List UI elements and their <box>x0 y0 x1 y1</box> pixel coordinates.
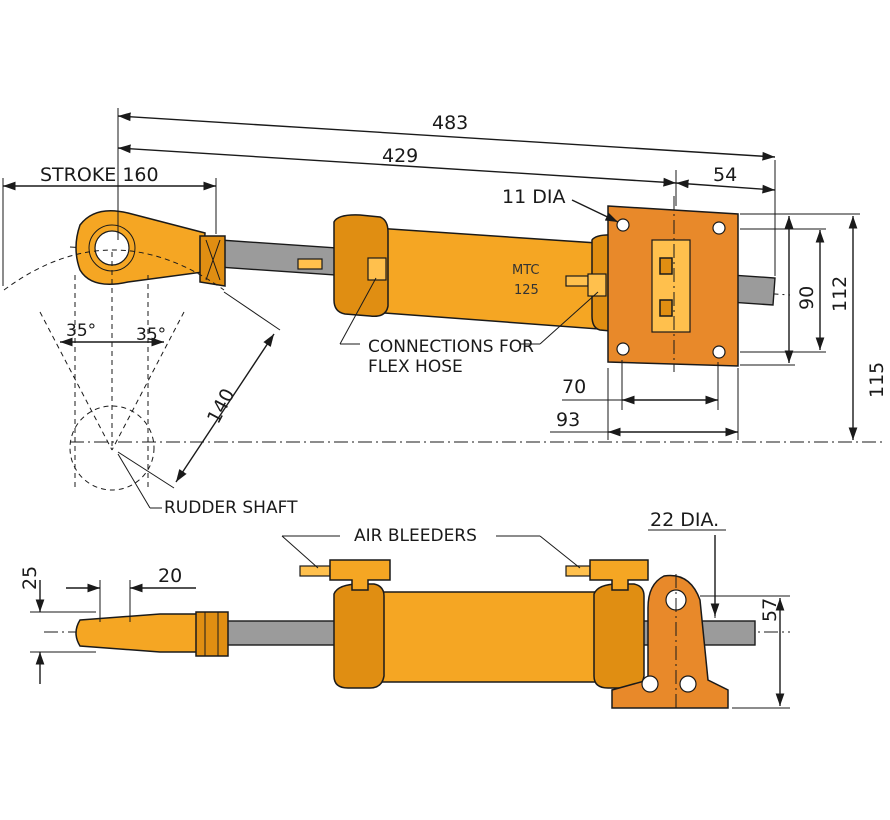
rudder-shaft-circle <box>69 405 155 491</box>
cylinder-body-side <box>299 559 649 689</box>
side-view: 25 20 57 22 DIA. AIR BLEEDERS <box>19 509 790 712</box>
dim-57-label: 57 <box>759 598 781 622</box>
dim-20-label: 20 <box>158 565 182 587</box>
dim-483-label: 483 <box>432 112 468 134</box>
dim-70-label: 70 <box>562 376 586 398</box>
rod-end-eye <box>75 210 226 287</box>
dim-112-label: 112 <box>829 276 851 312</box>
hole-dia-label: 11 DIA <box>502 186 565 208</box>
tiller-swing-arc <box>3 249 225 291</box>
hole-dia-leader <box>571 199 619 223</box>
top-view: MTC 125 483 429 <box>2 108 888 518</box>
dim-90-label: 90 <box>796 286 818 310</box>
connections-label-line2: FLEX HOSE <box>368 357 463 377</box>
dim-line-54 <box>675 179 776 194</box>
dim-140-label: 140 <box>203 385 239 427</box>
mounting-bracket-top <box>607 196 739 372</box>
dim-93-label: 93 <box>556 409 580 431</box>
angle-right-label: 35° <box>136 325 166 345</box>
rod-dia-label: 22 DIA. <box>650 509 719 531</box>
angle-left-label: 35° <box>66 321 96 341</box>
model-name-text: MTC <box>512 263 539 278</box>
pivot-mount-side <box>611 574 729 712</box>
dim-25-label: 25 <box>19 566 41 590</box>
dim-429-label: 429 <box>382 145 418 167</box>
dim-line-429 <box>117 144 677 187</box>
dim-54-label: 54 <box>713 164 737 186</box>
clevis-end-side <box>75 611 229 657</box>
model-number-text: 125 <box>514 283 539 298</box>
dim-line-140 <box>175 333 275 483</box>
rudder-shaft-label: RUDDER SHAFT <box>164 498 298 518</box>
air-bleeders-label: AIR BLEEDERS <box>354 526 477 546</box>
cylinder-body-top: MTC 125 <box>297 214 641 334</box>
connections-label-line1: CONNECTIONS FOR <box>368 337 534 357</box>
stroke-label: STROKE 160 <box>40 164 159 186</box>
dim-115-label: 115 <box>866 362 888 398</box>
